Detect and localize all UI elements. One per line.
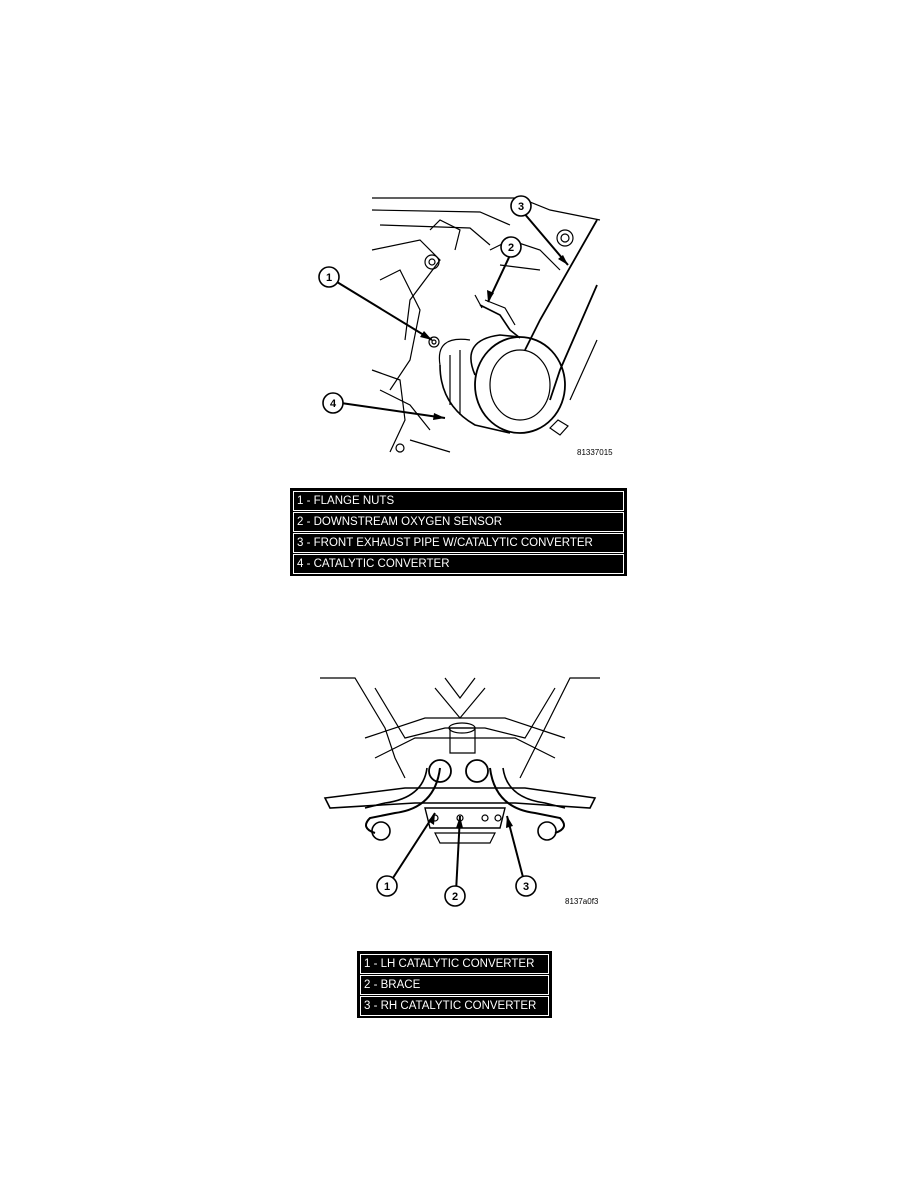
callout-4: 4 <box>322 392 344 414</box>
legend-item: 3 - RH CATALYTIC CONVERTER <box>360 996 549 1016</box>
svg-text:3: 3 <box>523 881 529 893</box>
figure-1-code: 81337015 <box>577 448 613 457</box>
figure-1-legend: 1 - FLANGE NUTS 2 - DOWNSTREAM OXYGEN SE… <box>290 488 627 576</box>
legend-item: 2 - DOWNSTREAM OXYGEN SENSOR <box>293 512 624 532</box>
svg-text:2: 2 <box>452 891 458 903</box>
figure-1-illustration: 1 2 3 4 <box>310 190 620 460</box>
callout-3: 3 <box>515 875 537 897</box>
svg-text:3: 3 <box>518 201 524 213</box>
legend-item: 2 - BRACE <box>360 975 549 995</box>
callout-3: 3 <box>510 195 532 217</box>
callout-2: 2 <box>444 885 466 907</box>
callout-1: 1 <box>318 266 340 288</box>
svg-text:4: 4 <box>330 398 337 410</box>
svg-text:1: 1 <box>384 881 390 893</box>
legend-item: 1 - FLANGE NUTS <box>293 491 624 511</box>
figure-2-legend: 1 - LH CATALYTIC CONVERTER 2 - BRACE 3 -… <box>357 951 552 1018</box>
legend-item: 3 - FRONT EXHAUST PIPE W/CATALYTIC CONVE… <box>293 533 624 553</box>
legend-item: 1 - LH CATALYTIC CONVERTER <box>360 954 549 974</box>
figure-2-illustration: 1 2 3 <box>315 668 605 913</box>
catalytic-converters-drawing: 1 2 3 <box>320 677 600 907</box>
callout-1: 1 <box>376 875 398 897</box>
exhaust-pipe-drawing: 1 2 3 4 <box>318 195 601 453</box>
figure-2-code: 8137a0f3 <box>565 897 599 906</box>
legend-item: 4 - CATALYTIC CONVERTER <box>293 554 624 574</box>
svg-text:1: 1 <box>326 272 332 284</box>
svg-text:2: 2 <box>508 242 514 254</box>
callout-2: 2 <box>500 236 522 258</box>
